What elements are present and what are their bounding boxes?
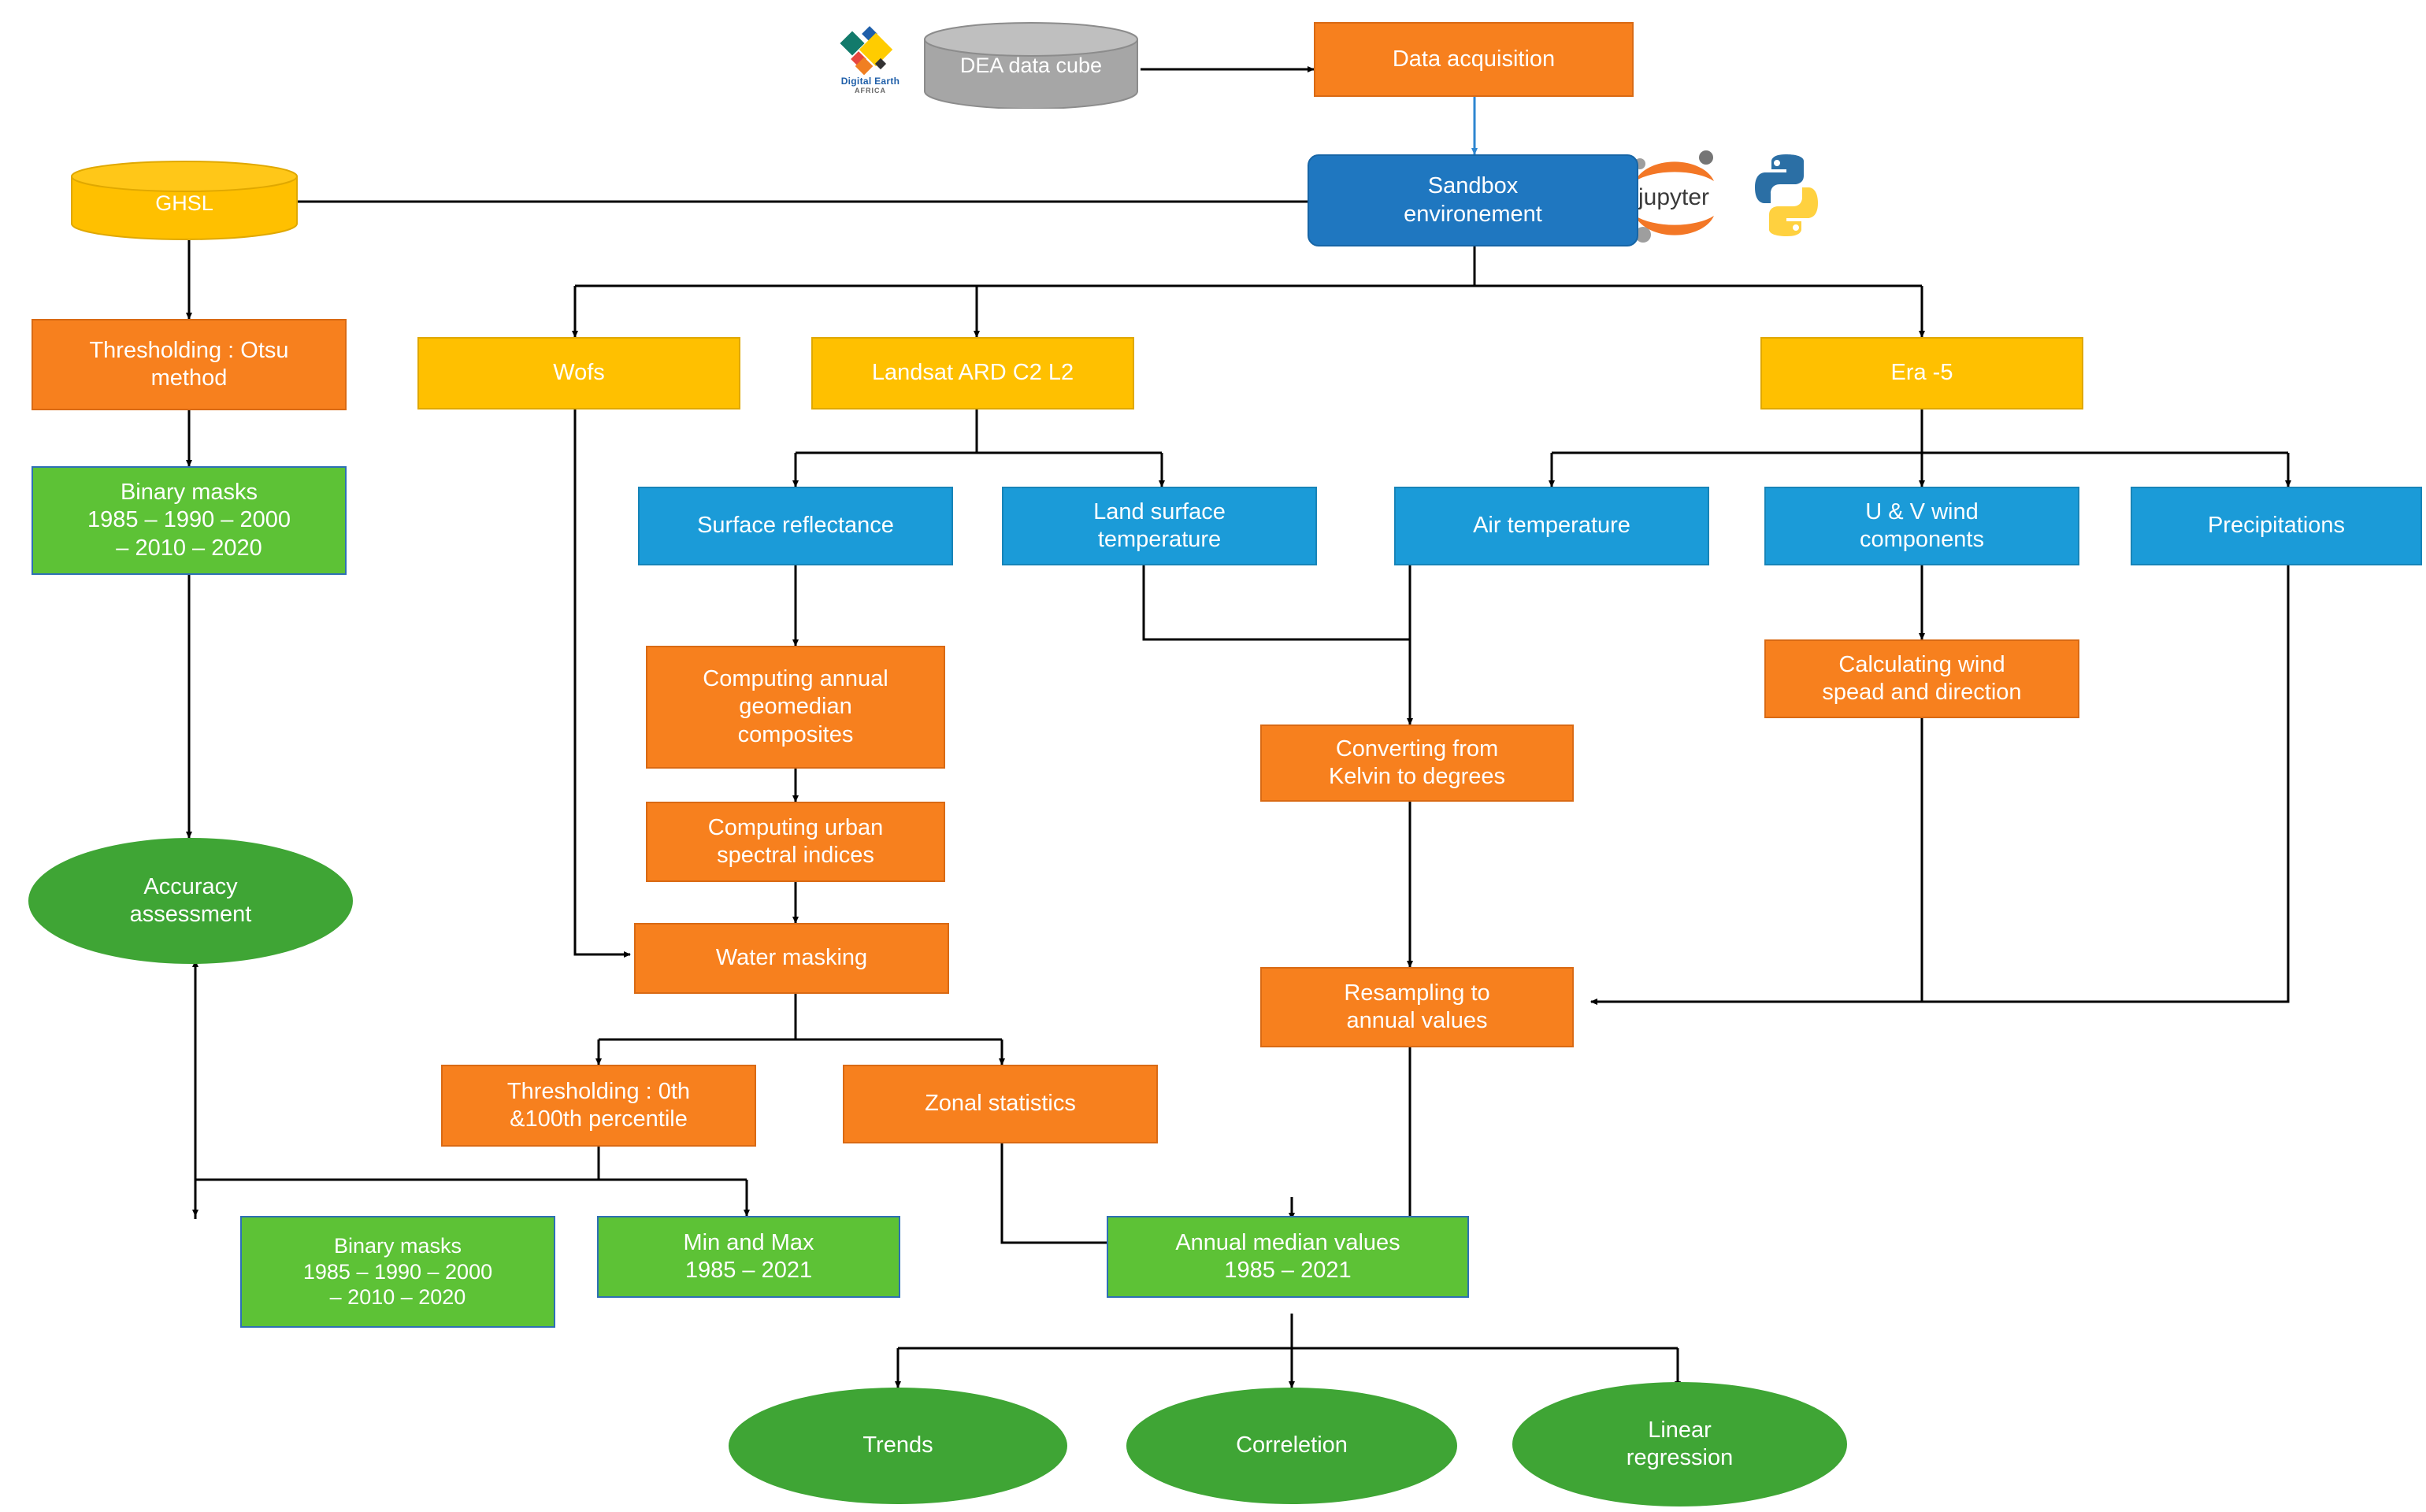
ghsl-label: GHSL <box>155 191 213 215</box>
threshold-pct-line1: Thresholding : 0th <box>506 1078 691 1104</box>
binary-masks-top-line2: 1985 – 1990 – 2000 <box>87 507 291 533</box>
geomedian-line2: geomedian <box>739 694 852 720</box>
cylinder-shape-yellow <box>71 161 298 240</box>
dea-logo-line2: AFRICA <box>855 87 886 94</box>
node-water-masking[interactable]: Water masking <box>634 923 949 994</box>
surface-reflectance-label: Surface reflectance <box>697 513 894 539</box>
node-landsat-ard[interactable]: Landsat ARD C2 L2 <box>811 337 1134 410</box>
node-linear-regression[interactable]: Linear regression <box>1512 1382 1847 1506</box>
uv-wind-line1: U & V wind <box>1865 498 1979 524</box>
sandbox-label-line2: environement <box>1404 201 1542 227</box>
node-air-temperature[interactable]: Air temperature <box>1394 487 1709 565</box>
node-annual-median-values[interactable]: Annual median values 1985 – 2021 <box>1107 1216 1469 1298</box>
jupyter-icon: jupyter <box>1634 150 1714 243</box>
edge-precip-to-resampling <box>1590 565 2290 1005</box>
node-trends[interactable]: Trends <box>729 1388 1067 1504</box>
thresholding-otsu-line1: Thresholding : Otsu <box>89 337 289 363</box>
node-min-and-max[interactable]: Min and Max 1985 – 2021 <box>597 1216 900 1298</box>
digital-earth-africa-logo: Digital Earth AFRICA <box>819 20 922 99</box>
annual-median-line2: 1985 – 2021 <box>1224 1258 1352 1283</box>
node-era5[interactable]: Era -5 <box>1760 337 2083 410</box>
node-surface-reflectance[interactable]: Surface reflectance <box>638 487 953 565</box>
urban-indices-line1: Computing urban <box>707 814 884 840</box>
wofs-label: Wofs <box>553 360 605 386</box>
thresholding-otsu-line2: method <box>150 365 228 391</box>
dea-data-cube-label: DEA data cube <box>959 53 1103 77</box>
wind-speed-line2: spead and direction <box>1822 680 2022 705</box>
zonal-statistics-label: Zonal statistics <box>925 1091 1076 1117</box>
lst-line2: temperature <box>1097 527 1222 552</box>
node-sandbox-environment[interactable]: Sandbox environement <box>1308 154 1638 246</box>
cylinder-shape-grey <box>924 22 1138 109</box>
node-converting-kelvin[interactable]: Converting from Kelvin to degrees <box>1260 724 1574 802</box>
resampling-line2: annual values <box>1346 1008 1488 1033</box>
binary-masks-bottom-line3: – 2010 – 2020 <box>329 1285 466 1310</box>
python-logo <box>1739 148 1834 243</box>
node-ghsl[interactable]: GHSL <box>69 161 299 241</box>
binary-masks-bottom-line1: Binary masks <box>333 1233 462 1258</box>
linear-regression-line2: regression <box>1626 1445 1734 1470</box>
annual-median-line1: Annual median values <box>1175 1229 1400 1255</box>
threshold-pct-line2: &100th percentile <box>510 1106 688 1132</box>
node-binary-masks-bottom[interactable]: Binary masks 1985 – 1990 – 2000 – 2010 –… <box>240 1216 555 1328</box>
node-computing-geomedian[interactable]: Computing annual geomedian composites <box>646 646 945 769</box>
edge-wofs-to-water <box>573 410 631 958</box>
water-masking-label: Water masking <box>715 945 868 971</box>
node-thresholding-percentile[interactable]: Thresholding : 0th &100th percentile <box>441 1065 756 1147</box>
node-correlation[interactable]: Correletion <box>1126 1388 1457 1504</box>
binary-masks-top-line1: Binary masks <box>120 479 258 505</box>
node-binary-masks-top[interactable]: Binary masks 1985 – 1990 – 2000 – 2010 –… <box>32 466 347 575</box>
dea-diamonds-icon <box>840 26 893 76</box>
jupyter-wordmark: jupyter <box>1638 184 1709 210</box>
kelvin-line1: Converting from <box>1335 736 1499 762</box>
node-precipitations[interactable]: Precipitations <box>2131 487 2422 565</box>
urban-indices-line2: spectral indices <box>717 843 874 868</box>
correlation-label: Correletion <box>1236 1432 1348 1458</box>
node-land-surface-temperature[interactable]: Land surface temperature <box>1002 487 1317 565</box>
node-resampling-annual[interactable]: Resampling to annual values <box>1260 967 1574 1047</box>
kelvin-line2: Kelvin to degrees <box>1328 764 1506 789</box>
era5-label: Era -5 <box>1890 360 1953 386</box>
geomedian-line1: Computing annual <box>703 665 888 691</box>
geomedian-line3: composites <box>737 721 854 747</box>
binary-masks-bottom-line2: 1985 – 1990 – 2000 <box>302 1259 493 1284</box>
linear-regression-line1: Linear <box>1648 1417 1712 1443</box>
wind-speed-line1: Calculating wind <box>1838 651 2005 677</box>
node-thresholding-otsu[interactable]: Thresholding : Otsu method <box>32 319 347 410</box>
node-zonal-statistics[interactable]: Zonal statistics <box>843 1065 1158 1143</box>
node-uv-wind-components[interactable]: U & V wind components <box>1764 487 2079 565</box>
lst-line1: Land surface <box>1093 498 1226 524</box>
resampling-line1: Resampling to <box>1344 980 1490 1006</box>
precipitations-label: Precipitations <box>2207 513 2346 539</box>
binary-masks-top-line3: – 2010 – 2020 <box>116 535 262 561</box>
edge-windspeed-to-resampling <box>1590 718 1923 1005</box>
node-data-acquisition[interactable]: Data acquisition <box>1314 22 1634 97</box>
air-temperature-label: Air temperature <box>1473 513 1630 539</box>
uv-wind-line2: components <box>1860 527 1984 552</box>
node-urban-spectral-indices[interactable]: Computing urban spectral indices <box>646 802 945 882</box>
node-calculating-wind-speed[interactable]: Calculating wind spead and direction <box>1764 639 2079 718</box>
min-max-line1: Min and Max <box>683 1229 814 1255</box>
edge-resampling-to-annual <box>1292 1047 1411 1244</box>
landsat-label: Landsat ARD C2 L2 <box>871 360 1074 386</box>
data-acquisition-label: Data acquisition <box>1392 46 1556 72</box>
sandbox-label-line1: Sandbox <box>1427 173 1519 199</box>
edge-lst-to-kelvin-bus <box>1142 565 1410 641</box>
node-wofs[interactable]: Wofs <box>417 337 740 410</box>
node-dea-data-cube[interactable]: DEA data cube <box>922 22 1141 109</box>
node-accuracy-assessment[interactable]: Accuracy assessment <box>28 838 353 964</box>
trends-label: Trends <box>862 1432 933 1458</box>
accuracy-assessment-line1: Accuracy <box>143 873 238 899</box>
accuracy-assessment-line2: assessment <box>129 902 252 927</box>
jupyter-logo: jupyter <box>1623 146 1725 247</box>
min-max-line2: 1985 – 2021 <box>684 1258 813 1283</box>
dea-logo-line1: Digital Earth <box>840 76 900 87</box>
python-icon <box>1755 154 1818 236</box>
